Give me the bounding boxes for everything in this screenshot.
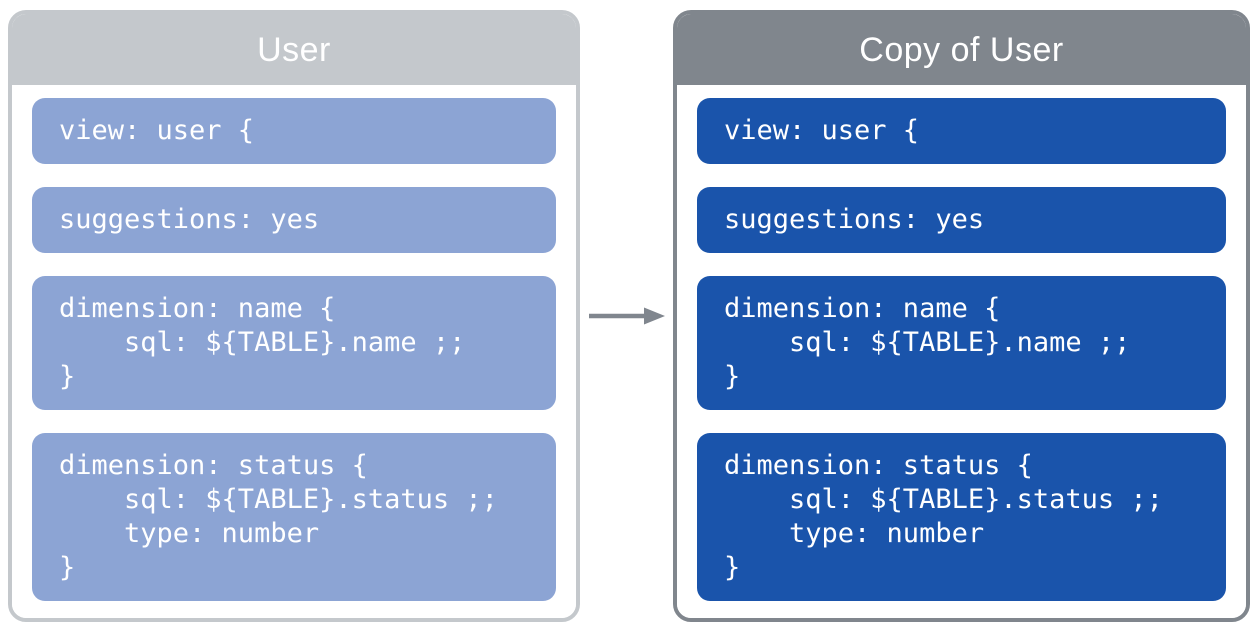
code-block-view: view: user {: [697, 98, 1226, 164]
panel-copy-body: view: user { suggestions: yes dimension:…: [677, 85, 1246, 618]
code-block-dimension-status: dimension: status { sql: ${TABLE}.status…: [32, 433, 556, 601]
panel-copy-header: Copy of User: [677, 14, 1246, 85]
code-block-dimension-status: dimension: status { sql: ${TABLE}.status…: [697, 433, 1226, 601]
copy-arrow-container: [580, 10, 673, 622]
code-block-suggestions: suggestions: yes: [32, 187, 556, 253]
panel-copy-title: Copy of User: [859, 30, 1064, 69]
arrow-right-icon: [588, 307, 665, 325]
panel-user-body: view: user { suggestions: yes dimension:…: [12, 85, 576, 618]
code-block-suggestions: suggestions: yes: [697, 187, 1226, 253]
panel-user-header: User: [12, 14, 576, 85]
code-block-view: view: user {: [32, 98, 556, 164]
panel-user: User view: user { suggestions: yes dimen…: [8, 10, 580, 622]
panel-user-title: User: [257, 30, 331, 69]
panel-copy-of-user: Copy of User view: user { suggestions: y…: [673, 10, 1250, 622]
code-block-dimension-name: dimension: name { sql: ${TABLE}.name ;; …: [697, 276, 1226, 410]
code-block-dimension-name: dimension: name { sql: ${TABLE}.name ;; …: [32, 276, 556, 410]
